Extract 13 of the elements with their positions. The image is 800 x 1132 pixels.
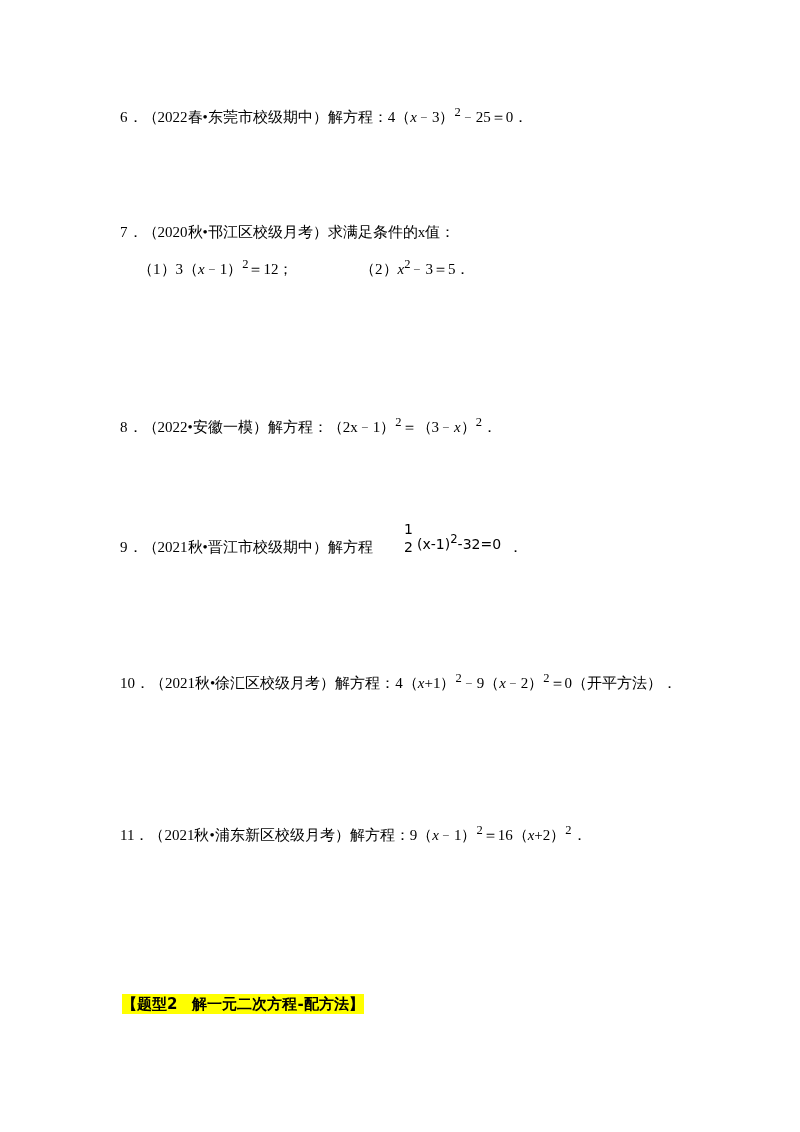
- question-text: 9．（2021秋•晋江市校级期中）解方程: [120, 538, 373, 557]
- fraction-denominator: 2: [404, 540, 413, 554]
- section-heading: 【题型2 解一元二次方程-配方法】: [122, 994, 364, 1014]
- punctuation-text: ．: [508, 538, 523, 557]
- sub-question-text: （1）3（x﹣1）$^{2}$＝12；: [138, 256, 294, 279]
- question-text: 6．（2022春•东莞市校级期中）解方程：4（x﹣3）$^{2}$﹣25＝0．: [120, 104, 529, 127]
- equation-text: (x-1)$^{2}$-32=0: [417, 532, 502, 551]
- question-text: 7．（2020秋•邗江区校级月考）求满足条件的x值：: [120, 223, 456, 242]
- question-text: 11．（2021秋•浦东新区校级月考）解方程：9（x﹣1）$^{2}$＝16（x+2）$^{2}$．: [120, 822, 587, 845]
- sub-question-text: （2）x$^{2}$﹣3＝5．: [360, 256, 471, 279]
- fraction-numerator: 1: [404, 522, 413, 536]
- question-text: 10．（2021秋•徐汇区校级月考）解方程：4（x+1）$^{2}$﹣9（x﹣2）$^{2}$＝0（开平方法）．: [120, 670, 679, 693]
- question-text: 8．（2022•安徽一模）解方程：（2x﹣1）$^{2}$＝（3﹣x）$^{2}$．: [120, 414, 497, 437]
